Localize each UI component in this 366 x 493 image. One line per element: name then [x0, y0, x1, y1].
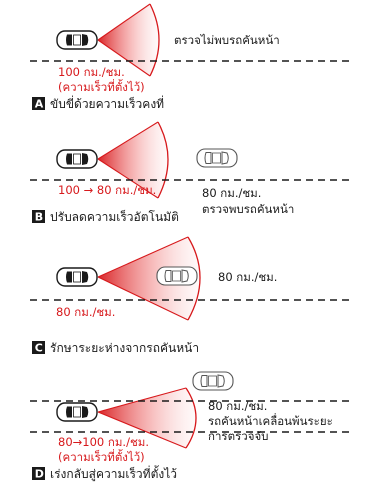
- panel-letter: B: [35, 211, 43, 224]
- panel-caption: ขับขี่ด้วยความเร็วคงที่: [50, 95, 164, 111]
- label-box-icon: [32, 467, 45, 480]
- status-text: ตรวจไม่พบรถคันหน้า: [174, 33, 280, 47]
- car-icon: [196, 148, 238, 168]
- panel-b: 100 → 80 กม./ชม. 80 กม./ชม. ตรวจพบรถคันห…: [30, 121, 350, 224]
- own-speed-text: 80 กม./ชม.: [56, 305, 115, 319]
- car-icon: [192, 371, 234, 391]
- panel-letter: A: [35, 98, 44, 111]
- label-box-icon: [32, 97, 45, 110]
- radar-beam-icon: [98, 4, 159, 76]
- label-box-icon: [32, 341, 45, 354]
- own-speed-text: 100 → 80 กม./ชม.: [58, 183, 156, 197]
- panel-caption: เร่งกลับสู่ความเร็วที่ตั้งไว้: [50, 465, 177, 482]
- panel-a: ตรวจไม่พบรถคันหน้า 100 กม./ชม. (ความเร็ว…: [30, 3, 350, 111]
- set-speed-text: 100 กม./ชม.: [58, 65, 125, 79]
- car-icon: [56, 267, 98, 287]
- panel-d: 80 กม./ชม. รถคันหน้าเคลื่อนพ้นระยะ การตร…: [30, 371, 350, 482]
- status-text: ตรวจพบรถคันหน้า: [202, 202, 294, 216]
- radar-beam-icon: [98, 237, 200, 320]
- panel-c: 80 กม./ชม. 80 กม./ชม. C รักษาระยะห่างจาก…: [30, 236, 350, 355]
- car-icon: [56, 402, 98, 422]
- set-speed-note: (ความเร็วที่ตั้งไว้): [58, 449, 145, 464]
- radar-beam-icon: [98, 122, 168, 198]
- status-text: รถคันหน้าเคลื่อนพ้นระยะ: [208, 413, 333, 428]
- status-text-2: การตรวจจับ: [208, 429, 268, 443]
- set-speed-note: (ความเร็วที่ตั้งไว้): [58, 79, 145, 94]
- car-icon: [156, 266, 198, 286]
- lead-speed-text: 80 กม./ชม.: [202, 186, 261, 200]
- panel-letter: D: [35, 468, 44, 481]
- car-icon: [56, 30, 98, 50]
- panel-letter: C: [35, 342, 43, 355]
- radar-beam-icon: [98, 388, 196, 448]
- label-box-icon: [32, 210, 45, 223]
- panel-caption: รักษาระยะห่างจากรถคันหน้า: [50, 341, 199, 355]
- lead-speed-text: 80 กม./ชม.: [208, 399, 267, 413]
- car-icon: [56, 149, 98, 169]
- own-speed-text: 80→100 กม./ชม.: [58, 435, 149, 449]
- lead-speed-text: 80 กม./ชม.: [218, 270, 277, 284]
- panel-caption: ปรับลดความเร็วอัตโนมัติ: [50, 209, 179, 224]
